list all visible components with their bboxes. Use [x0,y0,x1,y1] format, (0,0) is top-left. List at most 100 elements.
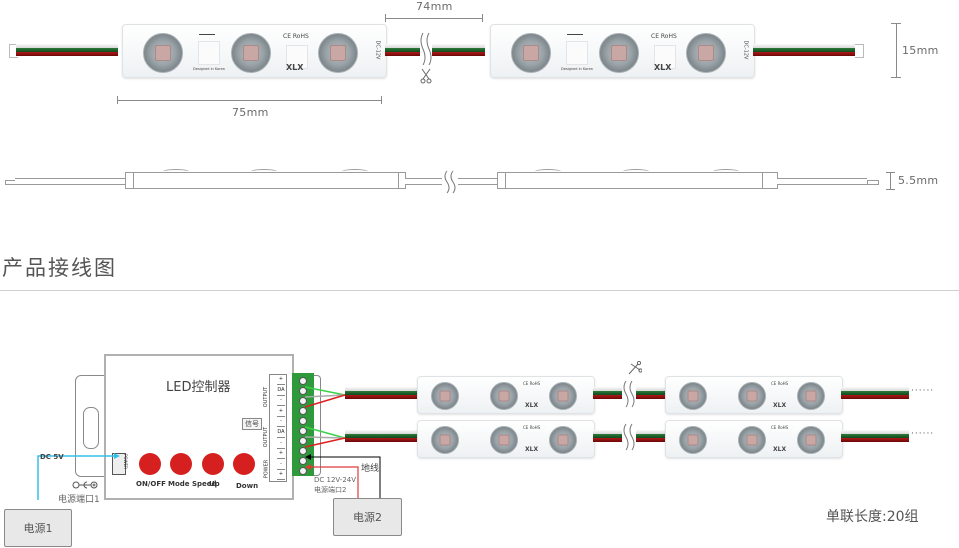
led-module-1: CE RoHS XLX Designed in Korea DC-12V [122,24,387,78]
cert-text: CE RoHS [523,425,541,430]
power-jack [112,453,126,475]
chain-cable [345,387,417,399]
section-divider [0,290,959,291]
terminal-screw [299,447,307,455]
side-lens-bump [163,169,189,174]
pad-square [566,41,588,65]
cable-break-mark [420,34,432,64]
side-module-2 [497,172,778,189]
side-wire-right [777,178,867,185]
up-button[interactable] [202,453,224,475]
chain-module: CE RoHS XLX [417,420,595,458]
pad-square [654,45,676,69]
terminal-screw [299,387,307,395]
power-supply-2: 电源2 [333,498,402,536]
cert-text: CE RoHS [283,33,309,40]
dc5v-label: DC 5V [40,453,64,461]
led-lens [797,382,825,410]
dim-tick [891,23,901,24]
terminal-screw [299,437,307,445]
terminal-pin-label: - [277,459,285,470]
terminal-pin-label: + [277,448,285,460]
continuation-dots: ······ [911,386,935,396]
side-lens-bump [342,169,368,174]
chain-module: CE RoHS XLX [417,376,595,414]
power-port-2-label: 电源端口2 [314,486,347,494]
led-controller: LED控制器 信号 POWER ON/OFF Mode Speed Up Dow… [104,354,294,500]
terminal-block [292,373,314,476]
dim-tick [381,96,382,104]
module-length-label: 75mm [232,106,269,119]
led-lens [549,382,577,410]
break-symbol-icon [622,380,636,408]
terminal-screw [299,417,307,425]
led-lens [679,426,707,454]
brand-text: XLX [654,63,672,72]
break-symbol-icon [622,423,636,451]
terminal-screw [299,407,307,415]
dim-line-5-5 [890,172,891,189]
pad-square [286,45,308,69]
scissors-icon [628,361,642,375]
data-wire-green [304,426,346,439]
chain-length-note: 单联长度:20组 [826,509,919,525]
down-label: Down [236,482,259,490]
arrow-head-icon [114,453,120,459]
cable-middle [385,44,485,56]
voltage-text: DC-12V [742,40,749,60]
ground-wire-gray [304,394,346,398]
chain-cable [841,387,909,399]
terminal-cover [314,375,321,476]
cable-left [16,44,118,56]
direction-arrow-icon [567,34,583,35]
made-in-text: Designed in Korea [193,67,225,71]
dc12-24v-label: DC 12V-24V [314,476,357,484]
led-lens [318,33,358,73]
chain-cable [345,430,417,442]
arrow-head-icon [305,454,311,460]
connector-pins-left [9,44,18,58]
psu2-label: 电源2 [353,511,382,524]
positive-wire-red [307,466,359,500]
cert-text: CE RoHS [651,33,677,40]
power-wire-red [304,394,346,408]
dim-tick [886,172,895,173]
section-title: 产品接线图 [2,256,117,280]
dc5v-wire [37,455,118,500]
chain-module: CE RoHS XLX [665,376,843,414]
scissors-icon [420,68,432,84]
made-in-text: Designed in Korea [561,67,593,71]
brand-text: XLX [773,402,787,409]
output-panel [269,374,287,482]
cable-right [753,44,855,56]
continuation-dots: ······ [911,429,935,439]
psu1-label: 电源1 [23,522,53,535]
led-lens [686,33,726,73]
side-wire-tip-right [867,180,879,185]
on-off-button[interactable] [139,453,161,475]
break-symbol-icon [442,170,458,194]
power-wire-red [304,437,346,448]
side-lens-bump [535,169,561,174]
led-lens [231,33,271,73]
terminal-screw [299,467,307,475]
gap-length-label: 74mm [416,0,453,13]
terminal-pin-label: - [277,416,285,428]
cert-text: CE RoHS [771,381,789,386]
down-button[interactable] [233,453,255,475]
led-lens [511,33,551,73]
mode-speed-button[interactable] [170,453,192,475]
led-lens [431,426,459,454]
led-lens [738,426,766,454]
wiring-lines [37,386,381,500]
voltage-text: DC-12V [374,40,381,60]
terminal-pin-label: - [277,395,285,407]
dim-line-74 [385,18,483,19]
data-wire-green [304,386,346,396]
dc-polarity-icon [72,481,98,489]
side-wire-left [15,178,125,185]
terminal-pin-label: DA [277,385,285,396]
module-height-label: 5.5mm [898,174,939,187]
mode-speed-label: Mode Speed [168,480,217,488]
dim-line-15 [896,23,897,77]
